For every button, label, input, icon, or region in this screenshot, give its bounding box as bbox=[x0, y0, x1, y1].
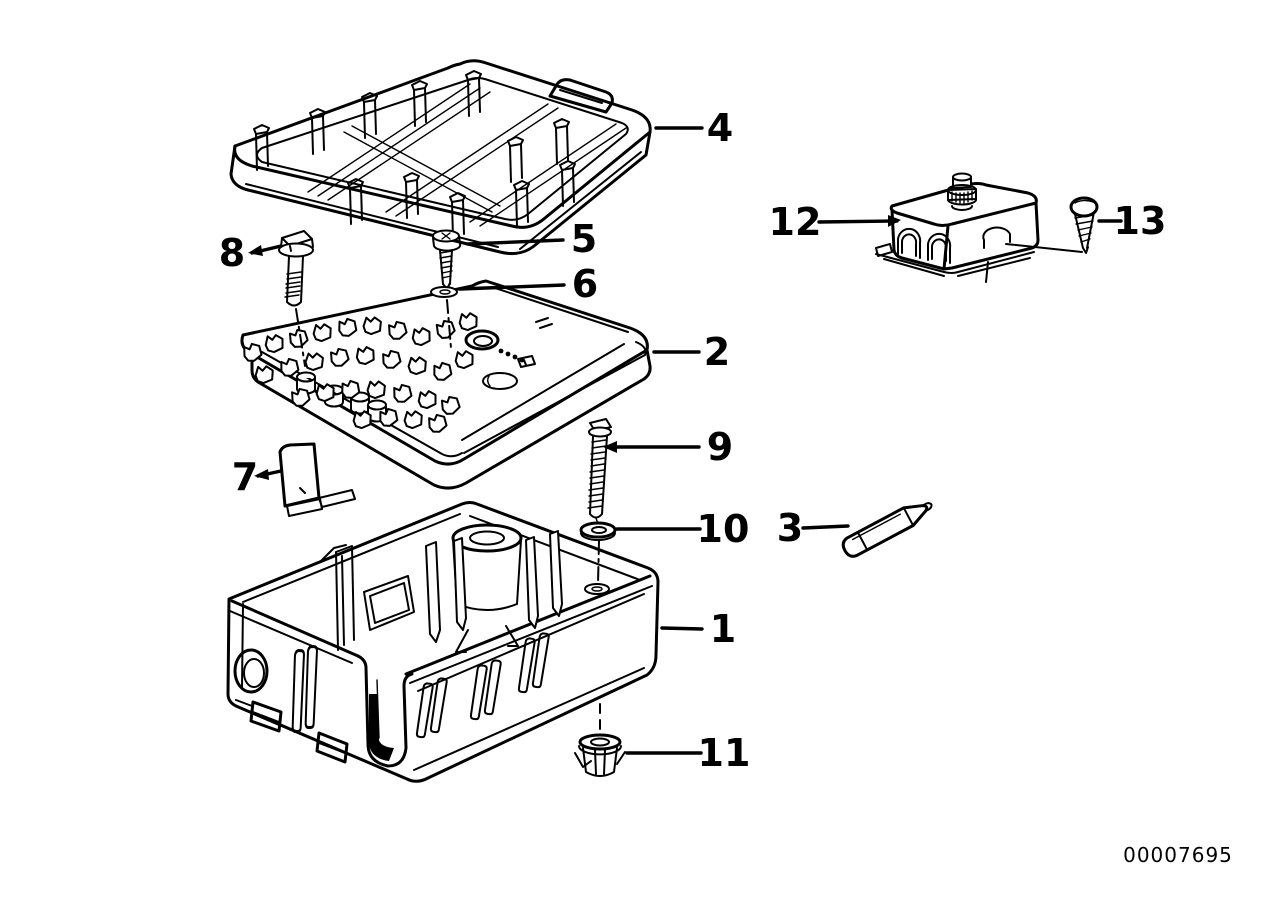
callout-13-label: 13 bbox=[1114, 199, 1167, 243]
holder-arch-1 bbox=[897, 227, 922, 259]
lid-glass-lines bbox=[307, 83, 627, 227]
housing-interior bbox=[335, 523, 610, 653]
callout-6-label: 6 bbox=[572, 262, 598, 306]
doc-number: 00007695 bbox=[1123, 843, 1233, 867]
part-clip-bracket bbox=[278, 442, 356, 517]
part-tapping-screw bbox=[1069, 196, 1099, 254]
center-post bbox=[451, 523, 523, 553]
lid-tab bbox=[548, 78, 614, 114]
callout-10-label: 10 bbox=[697, 507, 750, 551]
callout-12-leader bbox=[817, 219, 899, 224]
callout-7-label: 7 bbox=[232, 455, 258, 499]
callout-9-label: 9 bbox=[707, 425, 733, 469]
plate-oval bbox=[482, 372, 518, 390]
callout-1-label: 1 bbox=[710, 607, 736, 651]
part-long-screw bbox=[587, 418, 612, 525]
housing-u-cutout bbox=[356, 654, 414, 768]
callout-3-leader bbox=[801, 524, 850, 530]
callout-5-leader bbox=[466, 238, 565, 246]
housing-vents bbox=[291, 631, 551, 739]
part-washer-10 bbox=[579, 521, 617, 585]
plate-ring bbox=[464, 329, 500, 351]
callout-8-label: 8 bbox=[219, 231, 245, 275]
part-cover-lid bbox=[229, 59, 652, 255]
holder-arch-3 bbox=[982, 226, 1011, 249]
bolt-centerline bbox=[295, 308, 306, 367]
callouts: 1 2 3 4 5 6 7 8 9 10 11 12 13 bbox=[219, 106, 1167, 775]
callout-11-label: 11 bbox=[698, 731, 751, 775]
part-washer-6 bbox=[430, 286, 458, 349]
callout-12-label: 12 bbox=[769, 200, 822, 244]
long-screw-centerline bbox=[597, 540, 600, 585]
part-hex-bolt bbox=[278, 230, 314, 367]
callout-2-label: 2 bbox=[704, 330, 730, 374]
screw-boss bbox=[584, 583, 610, 595]
housing-feet bbox=[249, 700, 349, 764]
part-screw-5 bbox=[432, 229, 462, 290]
screw-centerline bbox=[446, 299, 452, 349]
holder-detail-lines bbox=[985, 243, 1083, 283]
callout-4-label: 4 bbox=[707, 106, 733, 150]
holder-arch-2 bbox=[927, 232, 952, 264]
housing-side-hole bbox=[233, 648, 269, 694]
part-fuse-holder bbox=[875, 172, 1083, 283]
callout-5-label: 5 bbox=[571, 217, 597, 261]
lid-ribs bbox=[253, 70, 576, 239]
callout-3-label: 3 bbox=[777, 506, 803, 550]
plate-stamp-box bbox=[517, 355, 536, 368]
part-fuse-plate bbox=[240, 279, 652, 490]
holder-cap bbox=[947, 172, 978, 211]
callout-1-leader bbox=[660, 626, 704, 631]
part-grommet bbox=[574, 703, 626, 777]
part-torpedo-fuse bbox=[841, 502, 933, 558]
part-lower-housing bbox=[226, 501, 660, 783]
callout-6-leader bbox=[458, 283, 566, 291]
